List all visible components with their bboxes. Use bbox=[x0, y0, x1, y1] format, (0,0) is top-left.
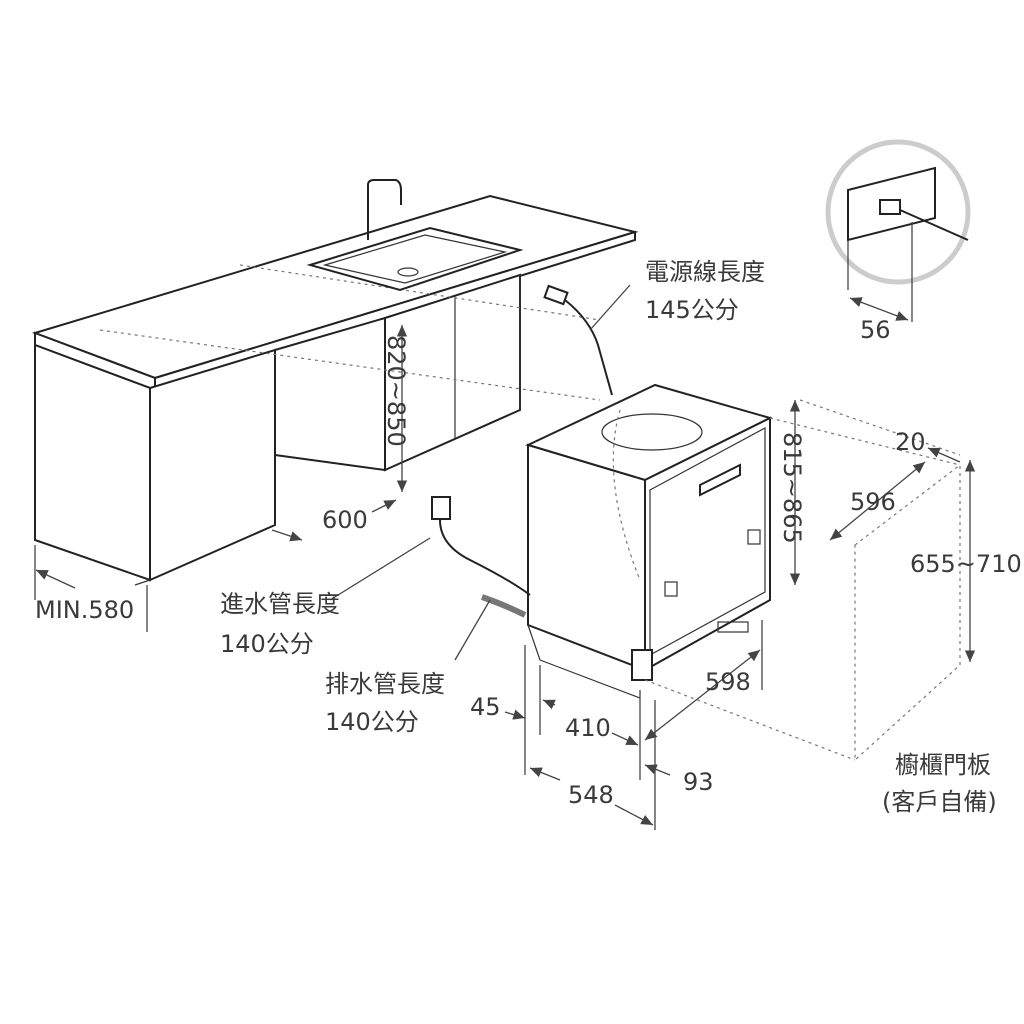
drain-hose-title: 排水管長度 bbox=[325, 670, 445, 698]
plug-depth-label: 56 bbox=[860, 316, 891, 344]
min-width-label: MIN.580 bbox=[35, 596, 134, 624]
power-cord-length: 145公分 bbox=[645, 296, 739, 324]
unit-depth-label: 548 bbox=[568, 781, 614, 809]
drain-hose-length: 140公分 bbox=[325, 708, 419, 736]
panel-height-label: 655~710 bbox=[910, 550, 1022, 578]
water-hoses bbox=[431, 496, 531, 618]
unit-height-label: 815~865 bbox=[778, 432, 806, 544]
sink bbox=[306, 179, 524, 292]
plug-inset bbox=[825, 139, 971, 322]
plinth-offset-label: 45 bbox=[470, 693, 501, 721]
niche-depth-label: 600 bbox=[322, 506, 368, 534]
power-cord bbox=[543, 284, 613, 396]
panel-width-label: 596 bbox=[850, 488, 896, 516]
door-panel-title: 櫥櫃門板 bbox=[895, 751, 991, 779]
kitchen-counter bbox=[31, 194, 639, 586]
door-panel-note: (客戶自備) bbox=[882, 788, 997, 816]
panel-thickness-label: 20 bbox=[895, 428, 926, 456]
dimension-lines bbox=[34, 284, 976, 830]
base-depth-label: 410 bbox=[565, 714, 611, 742]
inlet-hose-title: 進水管長度 bbox=[220, 590, 340, 618]
door-offset-label: 93 bbox=[683, 768, 714, 796]
unit-width-label: 598 bbox=[705, 668, 751, 696]
inlet-hose-length: 140公分 bbox=[220, 630, 314, 658]
niche-height-label: 820~850 bbox=[382, 335, 410, 447]
power-cord-title: 電源線長度 bbox=[645, 258, 765, 286]
dishwasher bbox=[525, 383, 773, 699]
